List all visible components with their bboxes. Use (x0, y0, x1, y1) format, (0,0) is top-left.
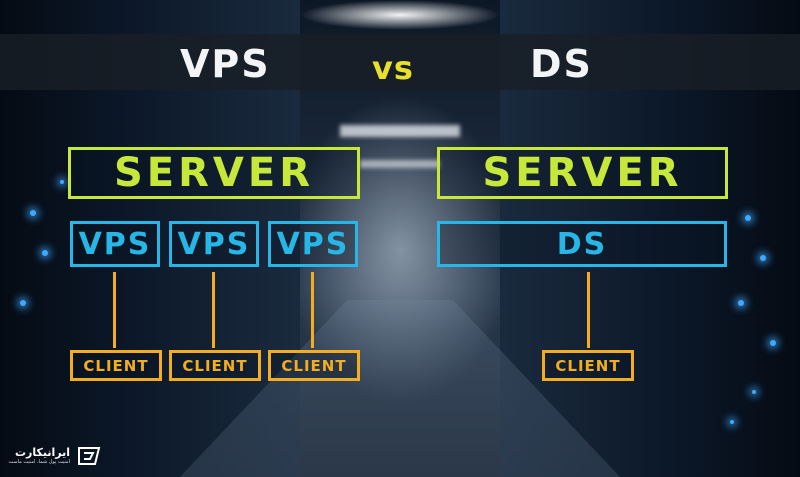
ds-client: CLIENT (542, 350, 634, 381)
brand-logo: ایرانیکارت امنیت پول شما، امنیت ماست (6, 441, 102, 471)
title-vs: vs (372, 49, 414, 87)
rack-led (738, 300, 744, 306)
title-vps: VPS (180, 42, 271, 86)
left-server-box: SERVER (68, 147, 360, 199)
vps-client-1: CLIENT (70, 350, 162, 381)
rack-led (20, 300, 26, 306)
vps-node-2: VPS (169, 221, 259, 267)
vps-client-2: CLIENT (169, 350, 261, 381)
title-ds: DS (530, 42, 593, 86)
rack-led (60, 180, 64, 184)
ceiling-light (340, 125, 460, 137)
rack-led (760, 255, 766, 261)
brand-mark-icon (78, 447, 101, 465)
logo-tagline: امنیت پول شما، امنیت ماست (8, 459, 70, 465)
connector-line (113, 272, 116, 348)
vps-node-1: VPS (70, 221, 160, 267)
rack-led (30, 210, 36, 216)
rack-led (752, 390, 756, 394)
logo-text: ایرانیکارت امنیت پول شما، امنیت ماست (9, 446, 70, 466)
logo-name: ایرانیکارت (14, 446, 70, 459)
rack-led (730, 420, 734, 424)
right-server-box: SERVER (437, 147, 728, 199)
title-band (0, 34, 800, 90)
connector-line (311, 272, 314, 348)
ds-node: DS (437, 221, 727, 267)
connector-line (212, 272, 215, 348)
ceiling-light (300, 0, 500, 30)
ceiling-light (360, 160, 440, 168)
vps-node-3: VPS (268, 221, 358, 267)
rack-led (42, 250, 48, 256)
connector-line (587, 272, 590, 348)
rack-led (745, 215, 751, 221)
vps-client-3: CLIENT (268, 350, 360, 381)
rack-led (770, 340, 776, 346)
